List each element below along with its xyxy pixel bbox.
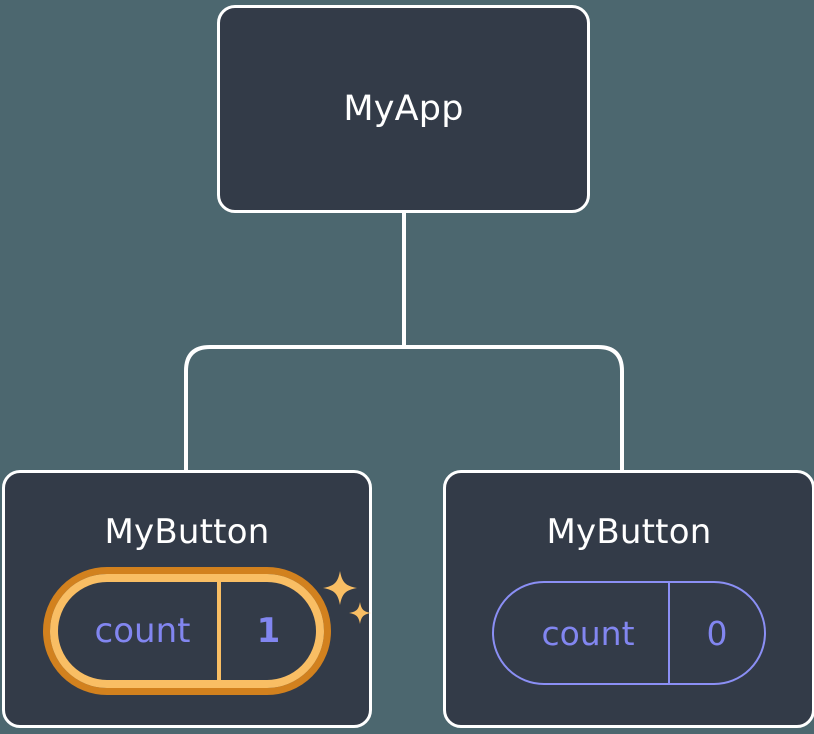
sparkle-large-icon — [323, 571, 357, 605]
node-card-child-right[interactable]: MyButton count 0 — [443, 470, 814, 728]
node-title-root: MyApp — [343, 88, 464, 129]
state-key-label: count — [541, 613, 635, 653]
state-pill-highlighted[interactable]: count 1 — [43, 567, 331, 695]
state-value-label: 0 — [668, 583, 764, 683]
connector-branch — [184, 345, 624, 472]
state-pill-inner-ring: count 1 — [50, 574, 324, 688]
state-pill-highlight-wrap: count 1 — [43, 567, 371, 695]
state-pill-wrap: count 0 — [492, 581, 766, 685]
state-value-label: 1 — [217, 582, 316, 680]
node-card-root[interactable]: MyApp — [217, 5, 590, 213]
node-title-child-left: MyButton — [104, 512, 270, 552]
state-key-label: count — [94, 611, 191, 651]
sparkle-small-icon — [349, 602, 371, 624]
node-title-child-right: MyButton — [546, 512, 712, 552]
state-pill[interactable]: count 0 — [492, 581, 766, 685]
node-card-child-left[interactable]: MyButton count 1 — [2, 470, 372, 728]
